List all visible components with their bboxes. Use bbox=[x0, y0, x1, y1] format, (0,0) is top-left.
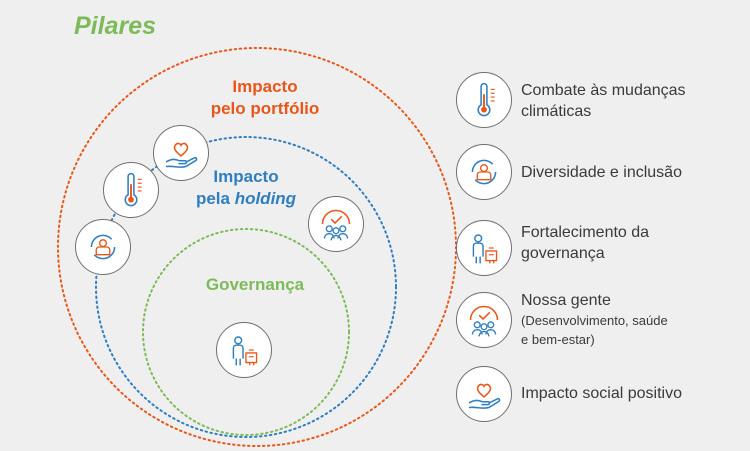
legend-line: Combate às mudanças bbox=[521, 82, 686, 99]
legend-text: Nossa gente (Desenvolvimento, saúde e be… bbox=[521, 290, 668, 349]
legend-line: Nossa gente bbox=[521, 292, 611, 309]
people-icon bbox=[456, 292, 512, 348]
holding-label: Impacto pela holding bbox=[180, 166, 312, 210]
legend-text: Diversidade e inclusão bbox=[521, 162, 682, 183]
governance-label: Governança bbox=[205, 275, 305, 294]
governance-circle bbox=[142, 228, 350, 436]
legend-line: Fortalecimento da bbox=[521, 224, 650, 241]
legend-text: Fortalecimento da governança bbox=[521, 222, 649, 264]
legend-item-diversidade: Diversidade e inclusão bbox=[456, 144, 746, 202]
holding-label-line1: Impacto bbox=[213, 167, 279, 186]
thermometer-icon bbox=[103, 162, 159, 218]
people-icon bbox=[308, 196, 364, 252]
holding-label-line2: pela holding bbox=[180, 188, 312, 210]
legend-item-governanca: Fortalecimento da governança bbox=[456, 220, 746, 278]
thermometer-icon bbox=[456, 72, 512, 128]
page-title: Pilares bbox=[74, 12, 157, 40]
legend-item-clima: Combate às mudanças climáticas bbox=[456, 72, 746, 130]
heart-hand-icon bbox=[153, 125, 209, 181]
legend-text: Impacto social positivo bbox=[521, 383, 682, 404]
legend-item-impacto-social: Impacto social positivo bbox=[456, 366, 746, 424]
legend-line: governança bbox=[521, 245, 605, 262]
legend-line: Diversidade e inclusão bbox=[521, 164, 682, 181]
governance-icon bbox=[216, 322, 272, 378]
holding-label-prefix: pela bbox=[195, 189, 235, 208]
legend-line: climáticas bbox=[521, 103, 592, 120]
legend-item-gente: Nossa gente (Desenvolvimento, saúde e be… bbox=[456, 292, 746, 350]
holding-label-emph: holding bbox=[234, 189, 297, 208]
legend-subline: (Desenvolvimento, saúde bbox=[521, 313, 668, 328]
legend-line: Impacto social positivo bbox=[521, 385, 682, 402]
heart-hand-icon bbox=[456, 366, 512, 422]
governance-icon bbox=[456, 220, 512, 276]
portfolio-label-line1: Impacto bbox=[232, 77, 298, 96]
portfolio-label: Impacto pelo portfólio bbox=[190, 76, 340, 120]
portfolio-label-line2: pelo portfólio bbox=[210, 99, 320, 118]
diversity-icon bbox=[75, 219, 131, 275]
holding-circle bbox=[95, 136, 397, 438]
diversity-icon bbox=[456, 144, 512, 200]
legend-subline: e bem-estar) bbox=[521, 332, 595, 347]
legend-text: Combate às mudanças climáticas bbox=[521, 80, 686, 122]
